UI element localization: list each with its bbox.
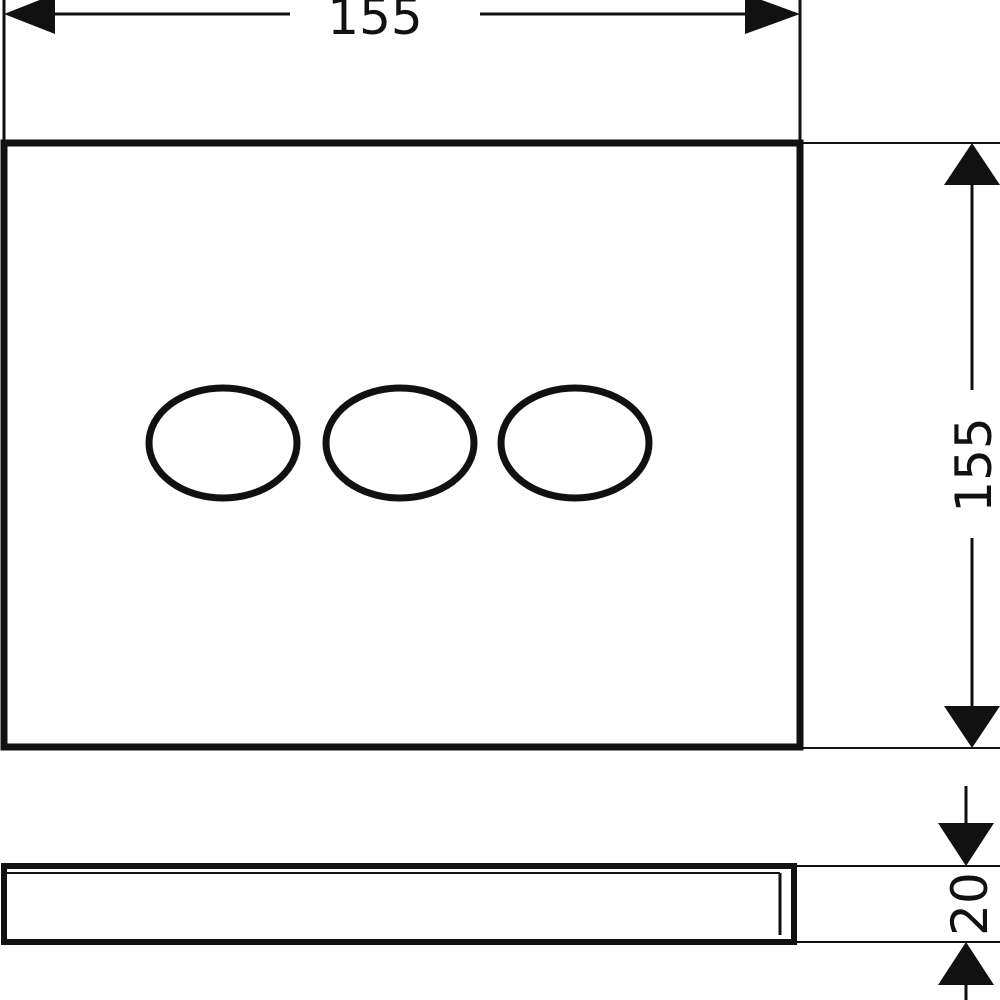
depth-arrowhead-top (938, 823, 994, 866)
front-view (0, 139, 804, 751)
depth-dimension: 20 (794, 786, 1000, 1000)
depth-label: 20 (941, 872, 999, 936)
width-label: 155 (327, 0, 422, 46)
button-ring-3 (497, 384, 653, 502)
plate-outline (0, 139, 804, 751)
height-dimension: 155 (800, 142, 1000, 749)
button-ring-2 (322, 384, 478, 502)
width-dimension: 155 (2, 0, 802, 140)
height-label: 155 (945, 417, 1000, 512)
plate-side-outline (1, 863, 797, 945)
button-ring-1 (145, 384, 301, 502)
height-arrowhead-bottom (944, 706, 1000, 748)
side-view (1, 863, 797, 945)
width-arrowhead-right (745, 0, 800, 34)
width-arrowhead-left (4, 0, 55, 34)
height-arrowhead-top (944, 143, 1000, 185)
depth-arrowhead-bottom (938, 942, 994, 985)
